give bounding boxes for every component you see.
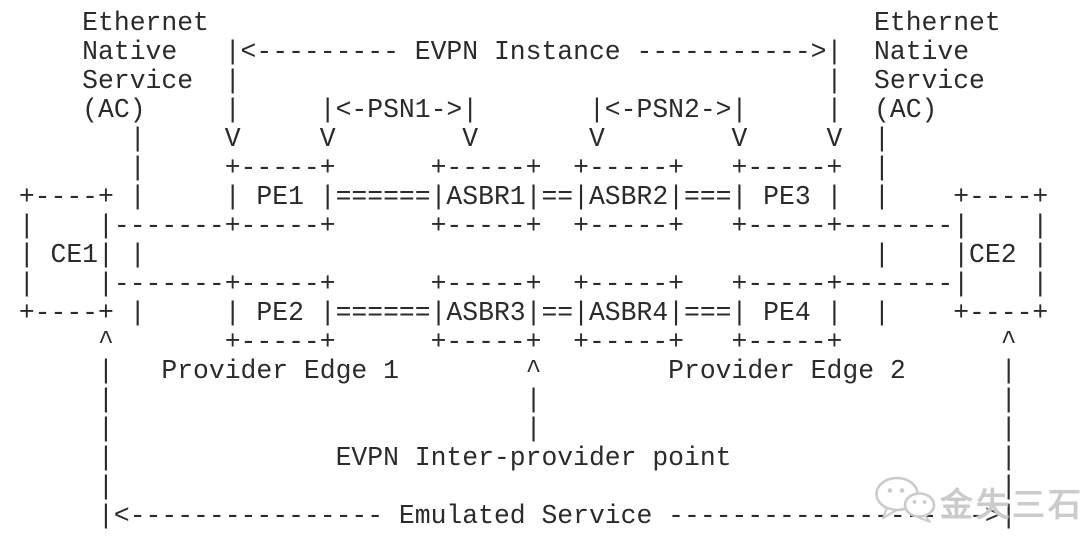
ascii-network-diagram: Ethernet Ethernet Native |<--------- EVP…	[18, 8, 1049, 531]
